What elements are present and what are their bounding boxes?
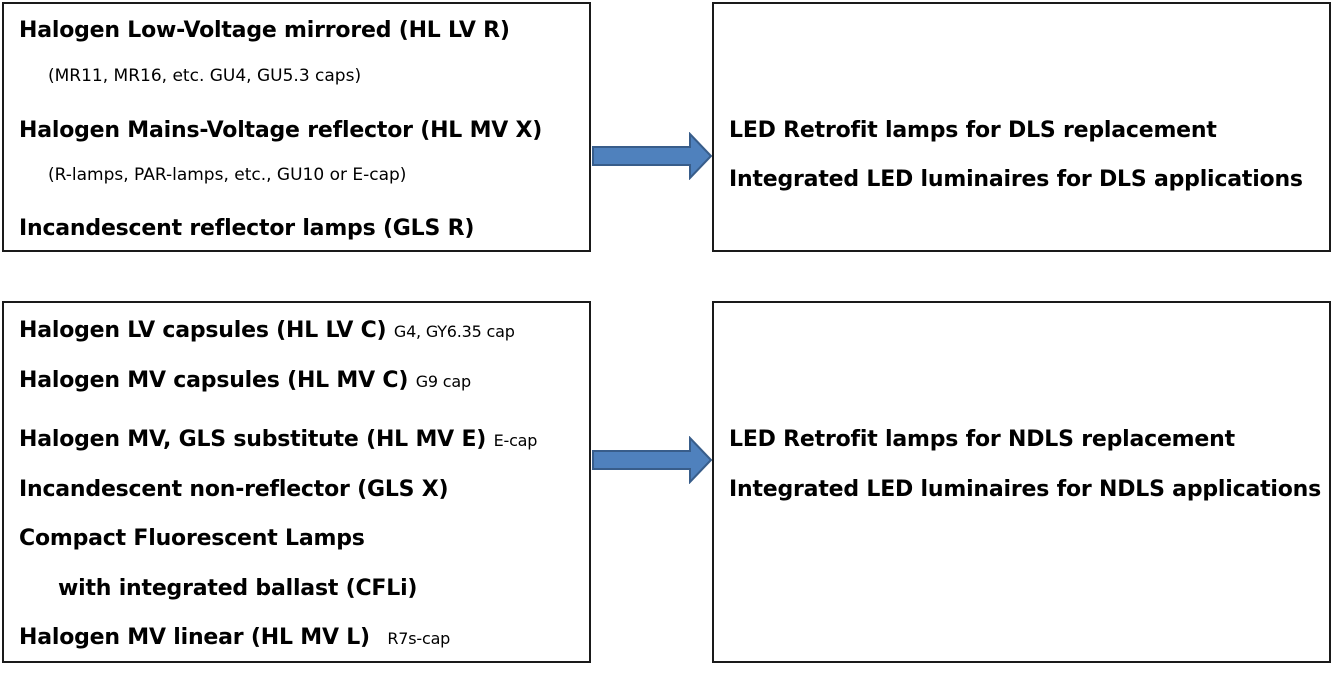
ndls-source-line-cfl-ballast: with integrated ballast (CFLi) <box>58 576 418 601</box>
ndls-source-line-cfl: Compact Fluorescent Lamps <box>19 526 365 551</box>
dls-source-line-halogen-mv-reflector: Halogen Mains-Voltage reflector (HL MV X… <box>19 118 543 143</box>
ndls-source-box: Halogen LV capsules (HL LV C) G4, GY6.35… <box>2 301 591 663</box>
dls-source-line-halogen-lv-mirrored: Halogen Low-Voltage mirrored (HL LV R) <box>19 18 510 43</box>
ndls-source-line-halogen-mv-capsules-note: G9 cap <box>415 372 471 391</box>
ndls-right-arrow-icon <box>592 436 713 484</box>
dls-source-line-mr-caps: (MR11, MR16, etc. GU4, GU5.3 caps) <box>48 66 362 86</box>
ndls-source-line-incandescent-non-reflector: Incandescent non-reflector (GLS X) <box>19 477 449 502</box>
dls-target-line-led-retrofit: LED Retrofit lamps for DLS replacement <box>729 118 1217 143</box>
ndls-target-line-integrated-led: Integrated LED luminaires for NDLS appli… <box>729 477 1322 502</box>
ndls-right-arrow-shape <box>592 436 713 484</box>
ndls-source-line-halogen-lv-capsules: Halogen LV capsules (HL LV C) G4, GY6.35… <box>19 320 515 342</box>
dls-source-line-incandescent-reflector: Incandescent reflector lamps (GLS R) <box>19 216 475 241</box>
ndls-source-line-halogen-lv-capsules-note: G4, GY6.35 cap <box>393 322 515 341</box>
ndls-source-line-halogen-mv-linear: Halogen MV linear (HL MV L) R7s-cap <box>19 627 450 649</box>
ndls-source-line-halogen-mv-linear-main: Halogen MV linear (HL MV L) <box>19 625 370 650</box>
dls-target-line-integrated-led: Integrated LED luminaires for DLS applic… <box>729 167 1303 192</box>
ndls-target-line-led-retrofit: LED Retrofit lamps for NDLS replacement <box>729 427 1235 452</box>
ndls-source-line-halogen-mv-capsules: Halogen MV capsules (HL MV C) G9 cap <box>19 370 471 392</box>
dls-source-box: Halogen Low-Voltage mirrored (HL LV R) (… <box>2 2 591 252</box>
ndls-source-line-halogen-mv-gls: Halogen MV, GLS substitute (HL MV E) E-c… <box>19 429 537 451</box>
ndls-source-line-halogen-mv-gls-main: Halogen MV, GLS substitute (HL MV E) <box>19 427 487 452</box>
dls-target-box: LED Retrofit lamps for DLS replacement I… <box>712 2 1331 252</box>
dls-right-arrow-shape <box>592 132 713 180</box>
ndls-source-line-halogen-mv-gls-note: E-cap <box>493 431 538 450</box>
ndls-source-line-halogen-mv-linear-note: R7s-cap <box>387 629 451 648</box>
ndls-source-line-halogen-lv-capsules-main: Halogen LV capsules (HL LV C) <box>19 318 387 343</box>
dls-right-arrow-icon <box>592 132 713 180</box>
ndls-target-box: LED Retrofit lamps for NDLS replacement … <box>712 301 1331 663</box>
ndls-source-line-halogen-mv-capsules-main: Halogen MV capsules (HL MV C) <box>19 368 409 393</box>
dls-source-line-r-par-lamps: (R-lamps, PAR-lamps, etc., GU10 or E-cap… <box>48 165 407 185</box>
